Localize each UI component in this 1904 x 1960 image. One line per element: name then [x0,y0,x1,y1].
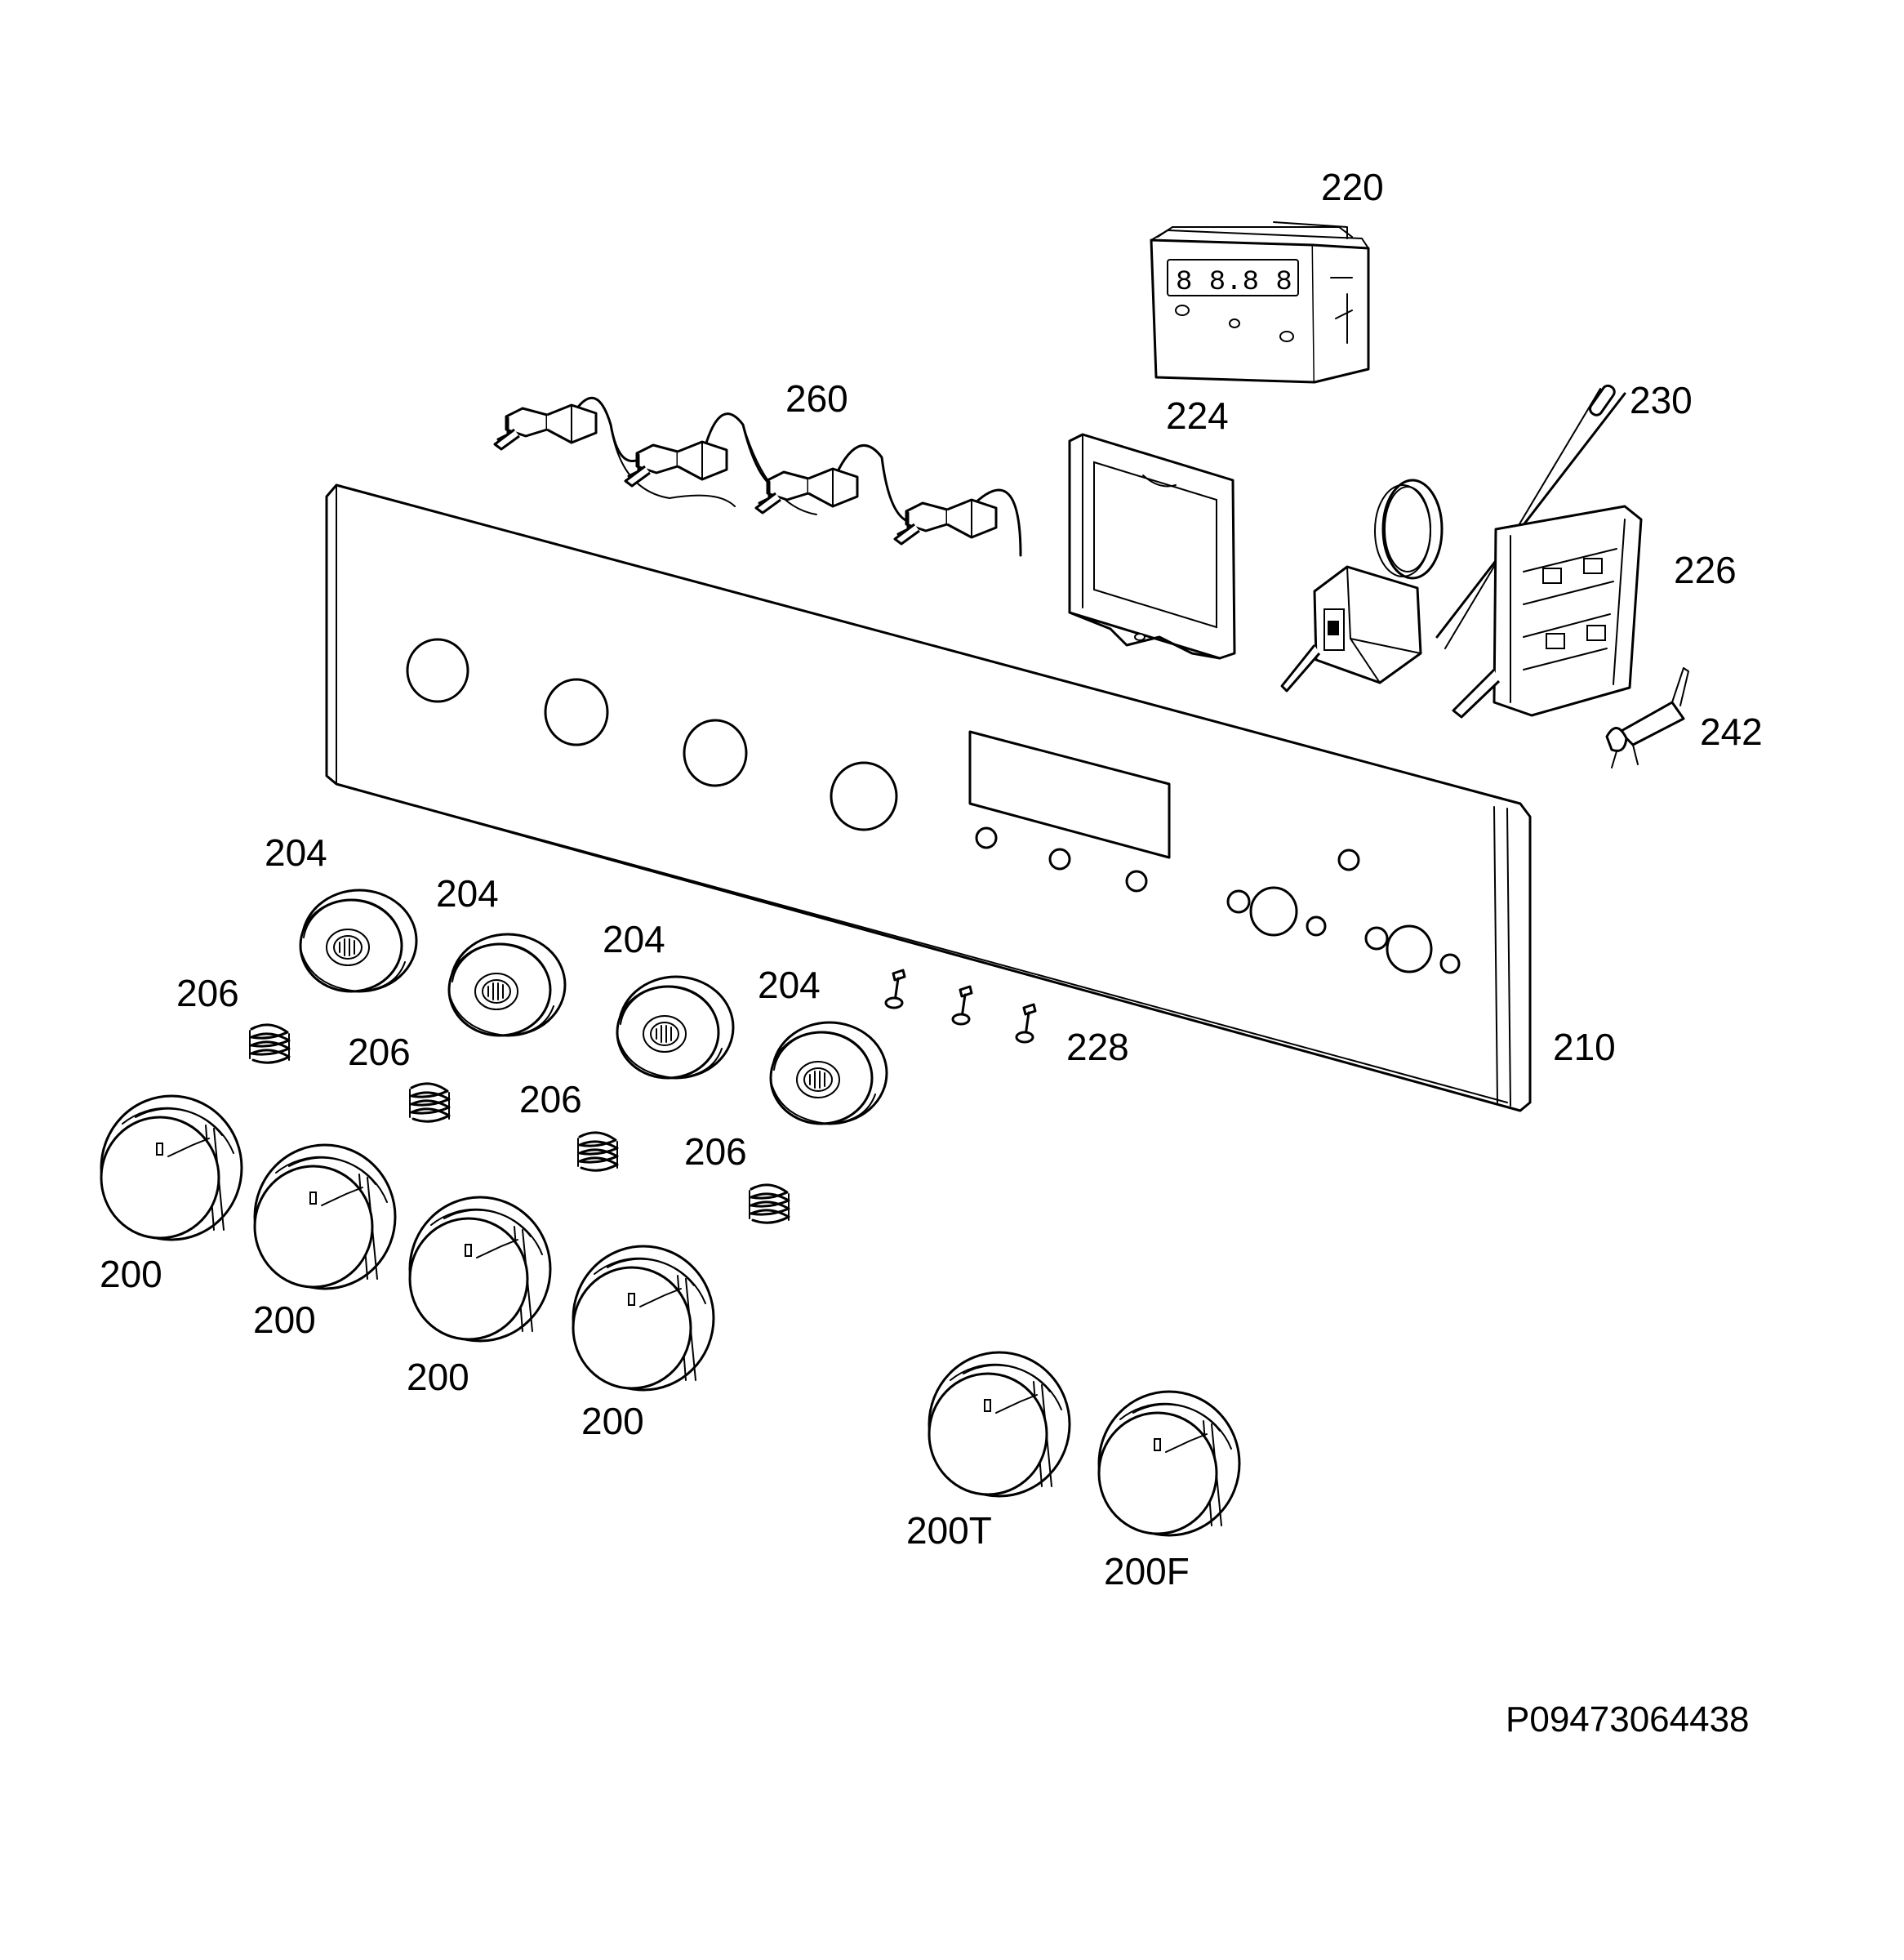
thermostat-230 [1280,384,1626,693]
knob-bezels-204 [299,889,888,1125]
label-200-d: 200 [581,1400,644,1442]
label-206-a: 206 [176,972,239,1014]
label-204-c: 204 [603,918,665,960]
document-reference: P09473064438 [1506,1699,1750,1740]
selector-switch-226 [1452,505,1643,719]
electronic-timer-220: 8 8.8 8 [1150,221,1370,384]
label-224: 224 [1166,394,1229,437]
label-200-a: 200 [100,1253,162,1295]
label-230: 230 [1630,379,1693,421]
control-panel-210 [325,483,1532,1112]
label-200-c: 200 [407,1356,469,1398]
label-228: 228 [1066,1026,1129,1068]
display-frame-224 [1068,433,1236,660]
label-206-c: 206 [519,1078,582,1120]
label-260: 260 [785,377,848,420]
label-242: 242 [1700,710,1763,753]
label-200T: 200T [906,1509,992,1552]
label-226: 226 [1674,549,1737,591]
svg-text:8 8.8 8: 8 8.8 8 [1176,267,1292,298]
label-204-d: 204 [758,964,821,1006]
label-210: 210 [1553,1026,1616,1068]
label-220: 220 [1321,166,1384,208]
thermostat-knob-200T [928,1351,1071,1498]
label-206-b: 206 [348,1031,411,1073]
label-200F: 200F [1104,1550,1190,1592]
ignition-switch-harness-260 [493,397,1022,557]
control-knobs-200 [100,1094,715,1392]
function-knob-200F [1097,1390,1241,1537]
screws-228 [884,969,1037,1044]
label-200-b: 200 [253,1298,316,1341]
label-204-b: 204 [436,872,499,915]
thermal-fuse-242 [1605,667,1689,768]
label-206-d: 206 [684,1130,747,1173]
label-204-a: 204 [265,831,327,874]
